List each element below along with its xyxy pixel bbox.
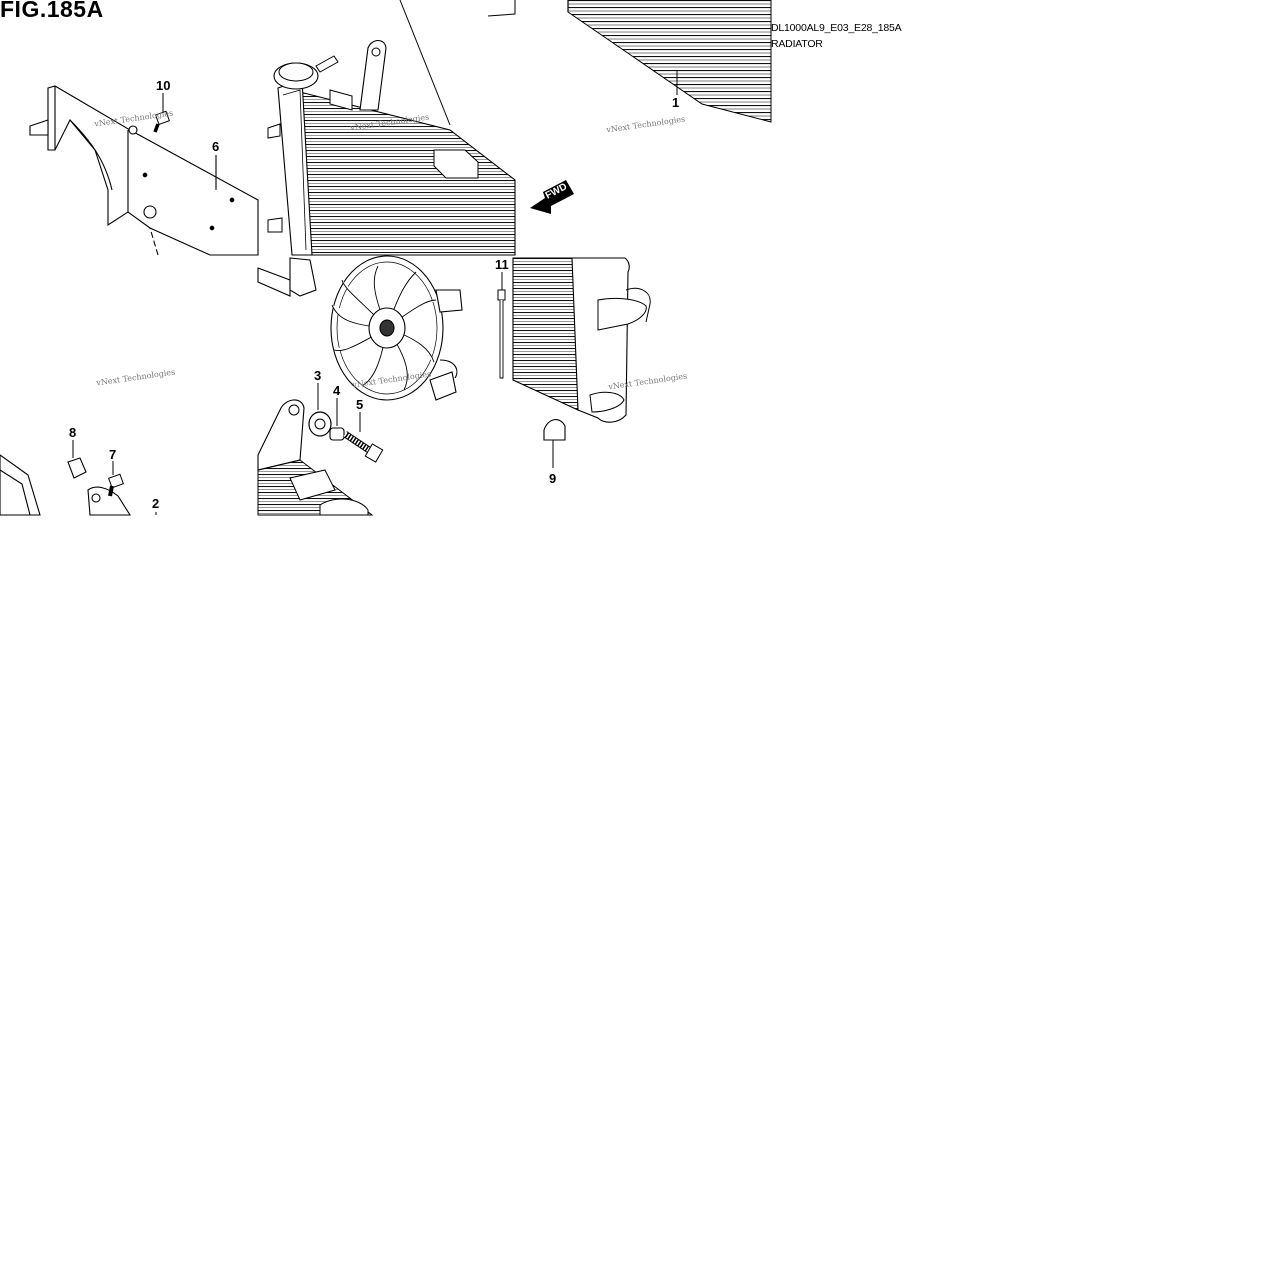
bolt-part-5 bbox=[343, 412, 384, 463]
grommet-part-3 bbox=[308, 383, 332, 437]
radiator-main-body bbox=[267, 0, 516, 256]
forward-direction-arrow bbox=[530, 180, 574, 214]
bolt-part-10 bbox=[153, 93, 170, 133]
model-code: DL1000AL9_E03_E28_185A bbox=[771, 22, 902, 34]
section-name: RADIATOR bbox=[771, 38, 823, 50]
nut-part-8 bbox=[67, 440, 87, 479]
cable-tie-part-11 bbox=[497, 272, 506, 379]
callout-2: 2 bbox=[152, 496, 160, 511]
callout-10: 10 bbox=[156, 78, 171, 93]
radiator-core-part-1 bbox=[487, 0, 772, 123]
callout-4: 4 bbox=[333, 383, 341, 398]
bottom-left-bracket bbox=[0, 454, 131, 516]
collar-part-4 bbox=[329, 398, 345, 441]
callout-11: 11 bbox=[495, 257, 509, 272]
cooling-fan-assembly bbox=[330, 255, 463, 401]
callout-5: 5 bbox=[356, 397, 364, 412]
figure-title: FIG.185A bbox=[0, 0, 104, 22]
lower-left-bracket bbox=[257, 257, 317, 297]
callout-9: 9 bbox=[549, 471, 557, 486]
frame-bracket-part-6 bbox=[29, 85, 259, 256]
callout-3: 3 bbox=[314, 368, 322, 383]
radiator-right-section bbox=[512, 257, 651, 423]
callout-1: 1 bbox=[672, 95, 680, 110]
callout-7: 7 bbox=[109, 447, 117, 462]
bolt-part-7 bbox=[108, 461, 124, 497]
callout-8: 8 bbox=[69, 425, 77, 440]
lower-radiator-mount bbox=[257, 399, 374, 516]
callout-6: 6 bbox=[212, 139, 220, 154]
cap-part-9 bbox=[543, 419, 566, 468]
